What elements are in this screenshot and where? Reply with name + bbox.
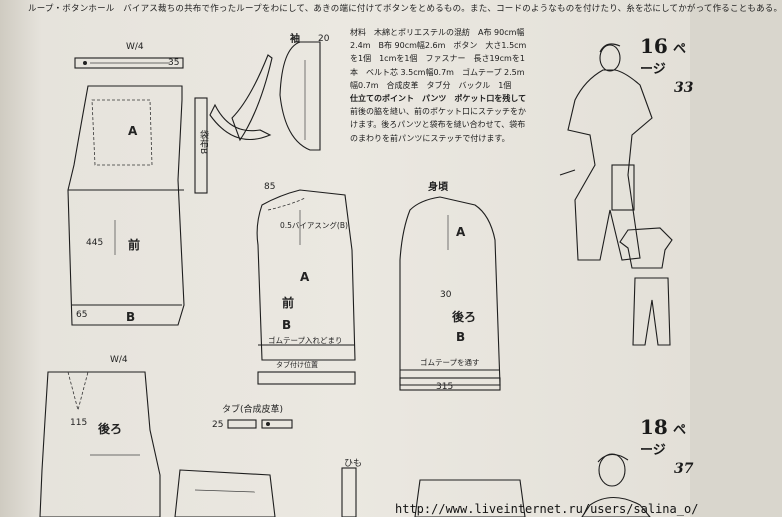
pants-back-piece — [39, 371, 161, 517]
sleeve-piece-a — [231, 54, 273, 142]
label-tab: タブ(合成皮革) — [222, 405, 284, 415]
sleeve-facing — [209, 103, 272, 140]
bodice-back-piece — [399, 196, 501, 386]
page-ref-sub: 37 — [674, 461, 694, 477]
label-pocket-bag: 袋布B — [198, 130, 208, 155]
materials-line: を1個 1cmを1個 ファスナー 長さ19cmを1 — [350, 54, 525, 64]
page-ref-number: 16 — [640, 34, 668, 58]
materials-line: 2.4m B布 90cm幅2.6m ボタン 大さ1.5cm — [350, 41, 527, 51]
fashion-figure-2 — [581, 453, 651, 517]
label-a3: A — [456, 225, 466, 239]
label-elastic-stop: ゴムテープ入れどまり — [268, 336, 343, 345]
pants-front-piece — [67, 85, 185, 326]
label-bodice: 身頃 — [428, 182, 448, 193]
measure-30: 30 — [440, 290, 452, 300]
page-ref-number: 18 — [640, 415, 668, 439]
page-ref-sub: 33 — [674, 80, 694, 96]
sleeve-piece-b — [279, 41, 321, 151]
measure-65: 65 — [76, 310, 88, 320]
bodice-front-piece — [256, 189, 356, 361]
pocket-bag-piece — [194, 97, 208, 194]
fashion-figure-shirt — [619, 227, 673, 269]
fashion-figure-1 — [559, 43, 653, 261]
label-w4b: W/4 — [110, 355, 128, 365]
lower-line-1 — [194, 489, 256, 493]
instructions-line: 前後の脇を縫い、前のポケット口にステッチをか — [350, 107, 526, 117]
instructions-line: のまわりを前パンツにステッチで付けます。 — [350, 133, 510, 143]
waist-band-2 — [399, 377, 501, 391]
tab-piece-1 — [227, 419, 257, 429]
materials-line: 幅0.7m 合成皮革 タブ分 バックル 1個 — [350, 80, 512, 90]
instructions-line: けます。後ろパンツと袋布を縫い合わせて、袋布 — [350, 120, 526, 130]
measure-85: 85 — [264, 182, 276, 192]
header-text: ループ・ボタンホール バイアス裁ちの共布で作ったループをわにして、あきの端に付け… — [28, 4, 782, 14]
measure-25: 25 — [212, 420, 224, 430]
page-ref-18: 18 ページ 37 — [640, 415, 693, 477]
label-front: 前 — [128, 238, 141, 252]
label-tab-position: タブ付け位置 — [276, 361, 318, 369]
label-elastic-through: ゴムテープを通す — [420, 358, 480, 367]
measure-315: 315 — [436, 382, 454, 392]
page-ref-word: ページ — [640, 42, 686, 77]
page-ref-16: 16 ページ 33 — [640, 34, 693, 96]
label-w4: W/4 — [126, 42, 144, 52]
measure-20: 20 — [318, 34, 330, 44]
label-back: 後ろ — [452, 310, 477, 324]
materials-line: 本 ベルト芯 3.5cm幅0.7m ゴムテープ 2.5m — [350, 67, 525, 77]
measure-115: 115 — [70, 418, 88, 428]
page-ref-word: ページ — [640, 423, 686, 458]
neckline-stitch — [267, 197, 306, 211]
lower-piece-1 — [174, 469, 276, 517]
materials-text: 材料 木綿とポリエステルの混紡 A布 90cm幅 2.4m B布 90cm幅2.… — [350, 26, 546, 145]
lower-piece-2 — [414, 479, 526, 517]
pocket-outline — [91, 99, 153, 166]
tie-piece — [341, 467, 357, 517]
measure-445: 445 — [86, 238, 104, 248]
label-b1: B — [126, 310, 136, 324]
waist-band-1 — [257, 371, 356, 385]
instructions-line: 仕立てのポイント パンツ ポケット口を残して — [350, 94, 527, 104]
label-a1: A — [128, 124, 138, 138]
waistband-piece — [74, 57, 184, 69]
label-back-2: 後ろ — [98, 422, 123, 436]
tab-piece-2 — [261, 419, 293, 429]
label-front-2: 前 — [282, 296, 295, 310]
materials-line: 材料 木綿とポリエステルの混紡 A布 90cm幅 — [350, 28, 525, 37]
label-b3: B — [456, 330, 466, 344]
dart — [67, 371, 89, 412]
buckle-mark — [266, 422, 270, 426]
label-tie: ひも — [344, 459, 363, 469]
pattern-drawing — [39, 41, 673, 517]
label-bias: 0.5バイアスング(B) — [280, 221, 348, 230]
label-b2: B — [282, 318, 292, 332]
label-a2: A — [300, 270, 310, 284]
button-mark — [83, 61, 87, 65]
measure-35: 35 — [168, 58, 180, 68]
watermark-url: http://www.liveinternet.ru/users/salina_… — [395, 502, 699, 516]
label-sleeve: 袖 — [290, 34, 300, 45]
fashion-figure-pants — [632, 277, 671, 346]
